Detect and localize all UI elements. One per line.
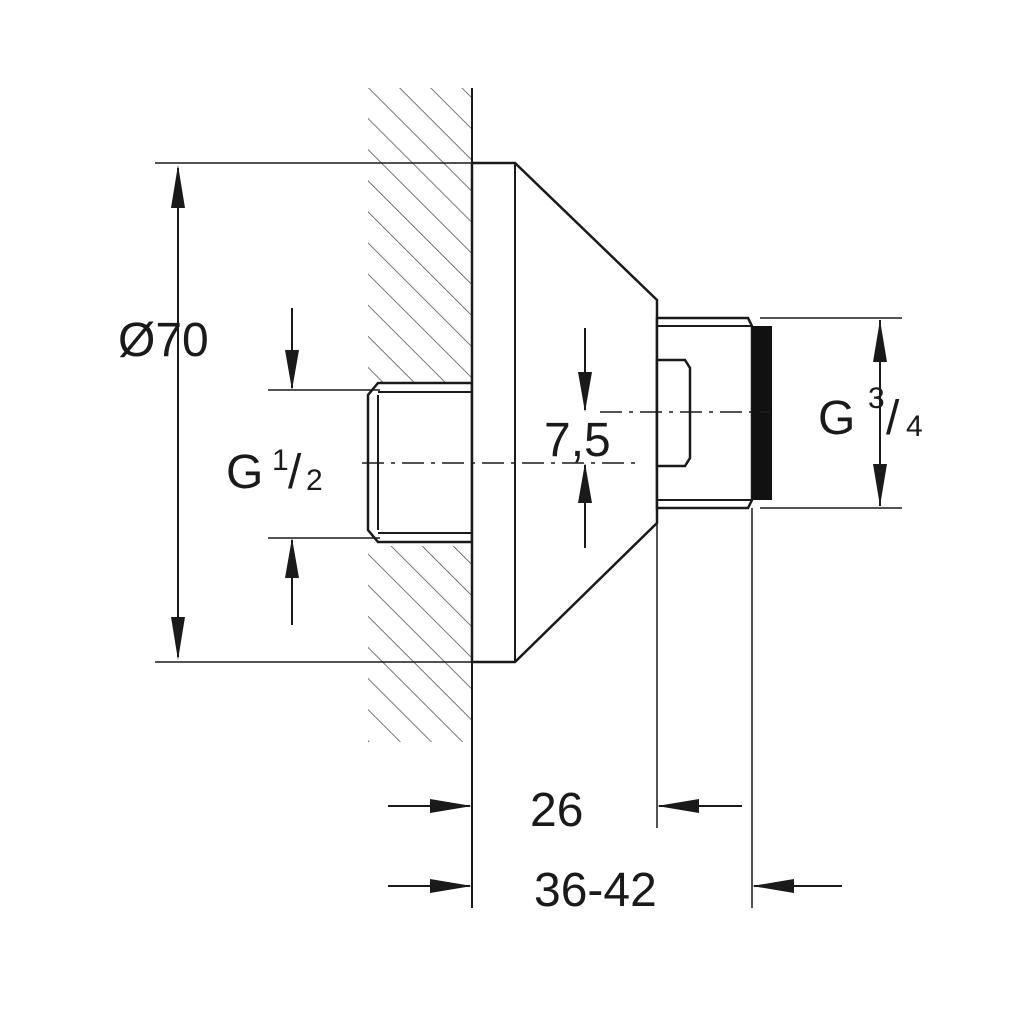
center-lines bbox=[362, 411, 770, 464]
depth-dimension: 26 bbox=[388, 784, 742, 837]
outlet-nipple bbox=[655, 316, 772, 510]
arrow-up-icon bbox=[578, 463, 592, 503]
arrow-down-icon bbox=[873, 464, 887, 506]
inlet-thread-base: G bbox=[226, 446, 263, 499]
arrow-up-icon bbox=[171, 165, 185, 208]
outlet-thread-denominator: 4 bbox=[906, 410, 923, 443]
outlet-thread-numerator: 3 bbox=[868, 382, 885, 415]
projection-dimension: 36-42 bbox=[388, 864, 842, 917]
extension-lines bbox=[268, 317, 902, 908]
arrow-right-icon bbox=[430, 879, 472, 893]
outlet-thread-base: G bbox=[818, 392, 855, 445]
offset-label: 7,5 bbox=[544, 414, 611, 467]
offset-dimension: 7,5 bbox=[544, 328, 611, 548]
projection-label: 36-42 bbox=[534, 864, 657, 917]
outlet-thread-slash: / bbox=[886, 392, 900, 445]
depth-label: 26 bbox=[530, 784, 583, 837]
arrow-left-icon bbox=[752, 879, 794, 893]
inlet-thread-denominator: 2 bbox=[306, 464, 323, 497]
outlet-thread-band bbox=[752, 326, 772, 500]
diameter-extension-lines bbox=[155, 162, 472, 663]
outlet-thread-dimension: G 3 / 4 bbox=[818, 320, 923, 506]
arrow-down-icon bbox=[171, 617, 185, 660]
diameter-dimension: Ø70 bbox=[118, 165, 209, 660]
inlet-thread-slash: / bbox=[288, 446, 302, 499]
arrow-left-icon bbox=[657, 799, 699, 813]
arrow-down-icon bbox=[285, 350, 299, 390]
arrow-up-icon bbox=[285, 538, 299, 578]
arrow-right-icon bbox=[430, 799, 472, 813]
diameter-label: Ø70 bbox=[118, 314, 209, 367]
arrow-down-icon bbox=[578, 372, 592, 412]
arrow-up-icon bbox=[873, 320, 887, 362]
inlet-thread-numerator: 1 bbox=[272, 444, 289, 477]
inlet-thread-dimension: G 1 / 2 bbox=[226, 308, 323, 625]
